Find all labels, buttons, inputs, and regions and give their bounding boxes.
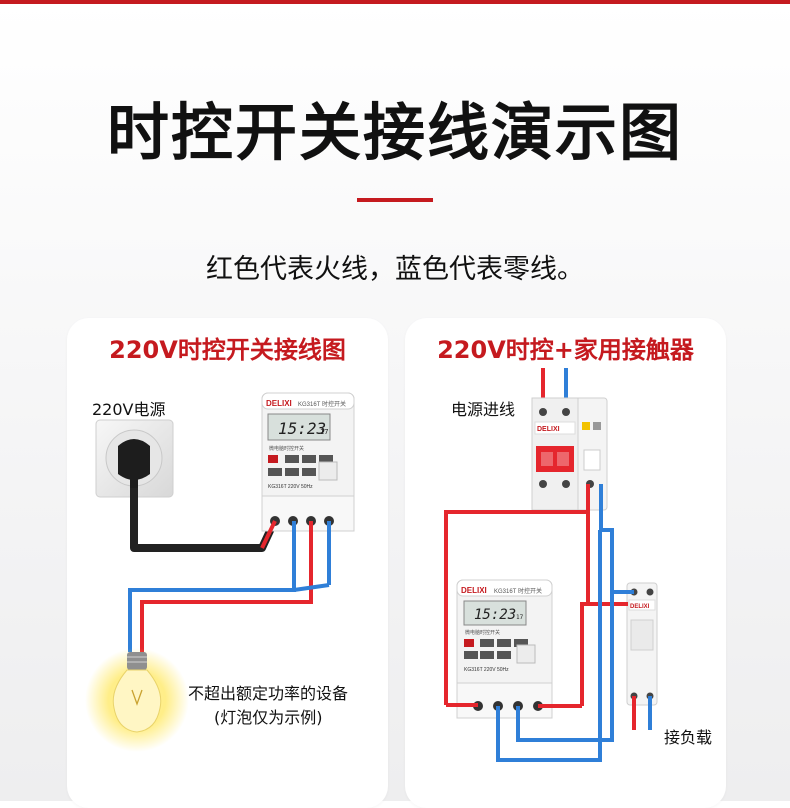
timer-model: KG316T	[298, 402, 321, 408]
timer-switch-left: DELIXI KG316T 时控开关 15:23 17 微电脑时控开关 KG31…	[261, 392, 355, 532]
timer-spec: KG316T 220V 50Hz	[268, 484, 313, 490]
title-underline	[357, 198, 433, 202]
live-wire-left-in	[260, 520, 277, 549]
neutral-wire-left	[128, 521, 296, 652]
timer-display: 15:23	[278, 419, 326, 438]
timer-switch-right: DELIXI KG316T 时控开关 15:23 17 微电脑时控开关 KG31…	[456, 579, 553, 719]
page-subtitle: 红色代表火线，蓝色代表零线。	[206, 254, 584, 285]
timer-brand-right: DELIXI	[461, 586, 487, 595]
neutral-wire-timer-right	[496, 530, 602, 762]
top-accent-line	[0, 0, 790, 4]
timer-name-right: 时控开关	[518, 587, 542, 595]
source-label-right: 电源进线	[451, 400, 516, 419]
page-title: 时控开关接线演示图	[106, 96, 683, 169]
timer-display-small: 17	[320, 428, 328, 436]
light-bulb-icon	[85, 648, 189, 752]
circuit-breaker: DELIXI	[531, 397, 608, 511]
contactor: DELIXI	[626, 582, 658, 706]
load-label-line2: (灯泡仅为示例)	[214, 708, 323, 727]
live-wire-contactor-coil	[580, 602, 628, 706]
neutral-wire-left-link	[293, 583, 330, 592]
timer-caption-right: 微电脑时控开关	[465, 629, 500, 636]
load-label-line1: 不超出额定功率的设备	[188, 684, 349, 703]
live-wire-breaker-to-timer	[444, 484, 590, 705]
timer-name: 时控开关	[322, 400, 346, 408]
timer-model-right: KG316T	[494, 589, 517, 595]
timer-caption: 微电脑时控开关	[269, 445, 304, 452]
plug-icon	[118, 439, 150, 490]
live-wire-left-load	[140, 521, 313, 652]
timer-display-right: 15:23	[474, 607, 516, 623]
timer-spec-right: KG316T 220V 50Hz	[464, 667, 509, 673]
load-label-right: 接负载	[664, 728, 713, 747]
timer-display-small-right: 17	[516, 614, 524, 621]
neutral-wire-timer-out	[516, 592, 614, 742]
contactor-brand: DELIXI	[630, 604, 650, 610]
breaker-brand: DELIXI	[537, 426, 560, 433]
timer-brand: DELIXI	[266, 399, 292, 408]
source-label-left: 220V电源	[92, 400, 166, 419]
